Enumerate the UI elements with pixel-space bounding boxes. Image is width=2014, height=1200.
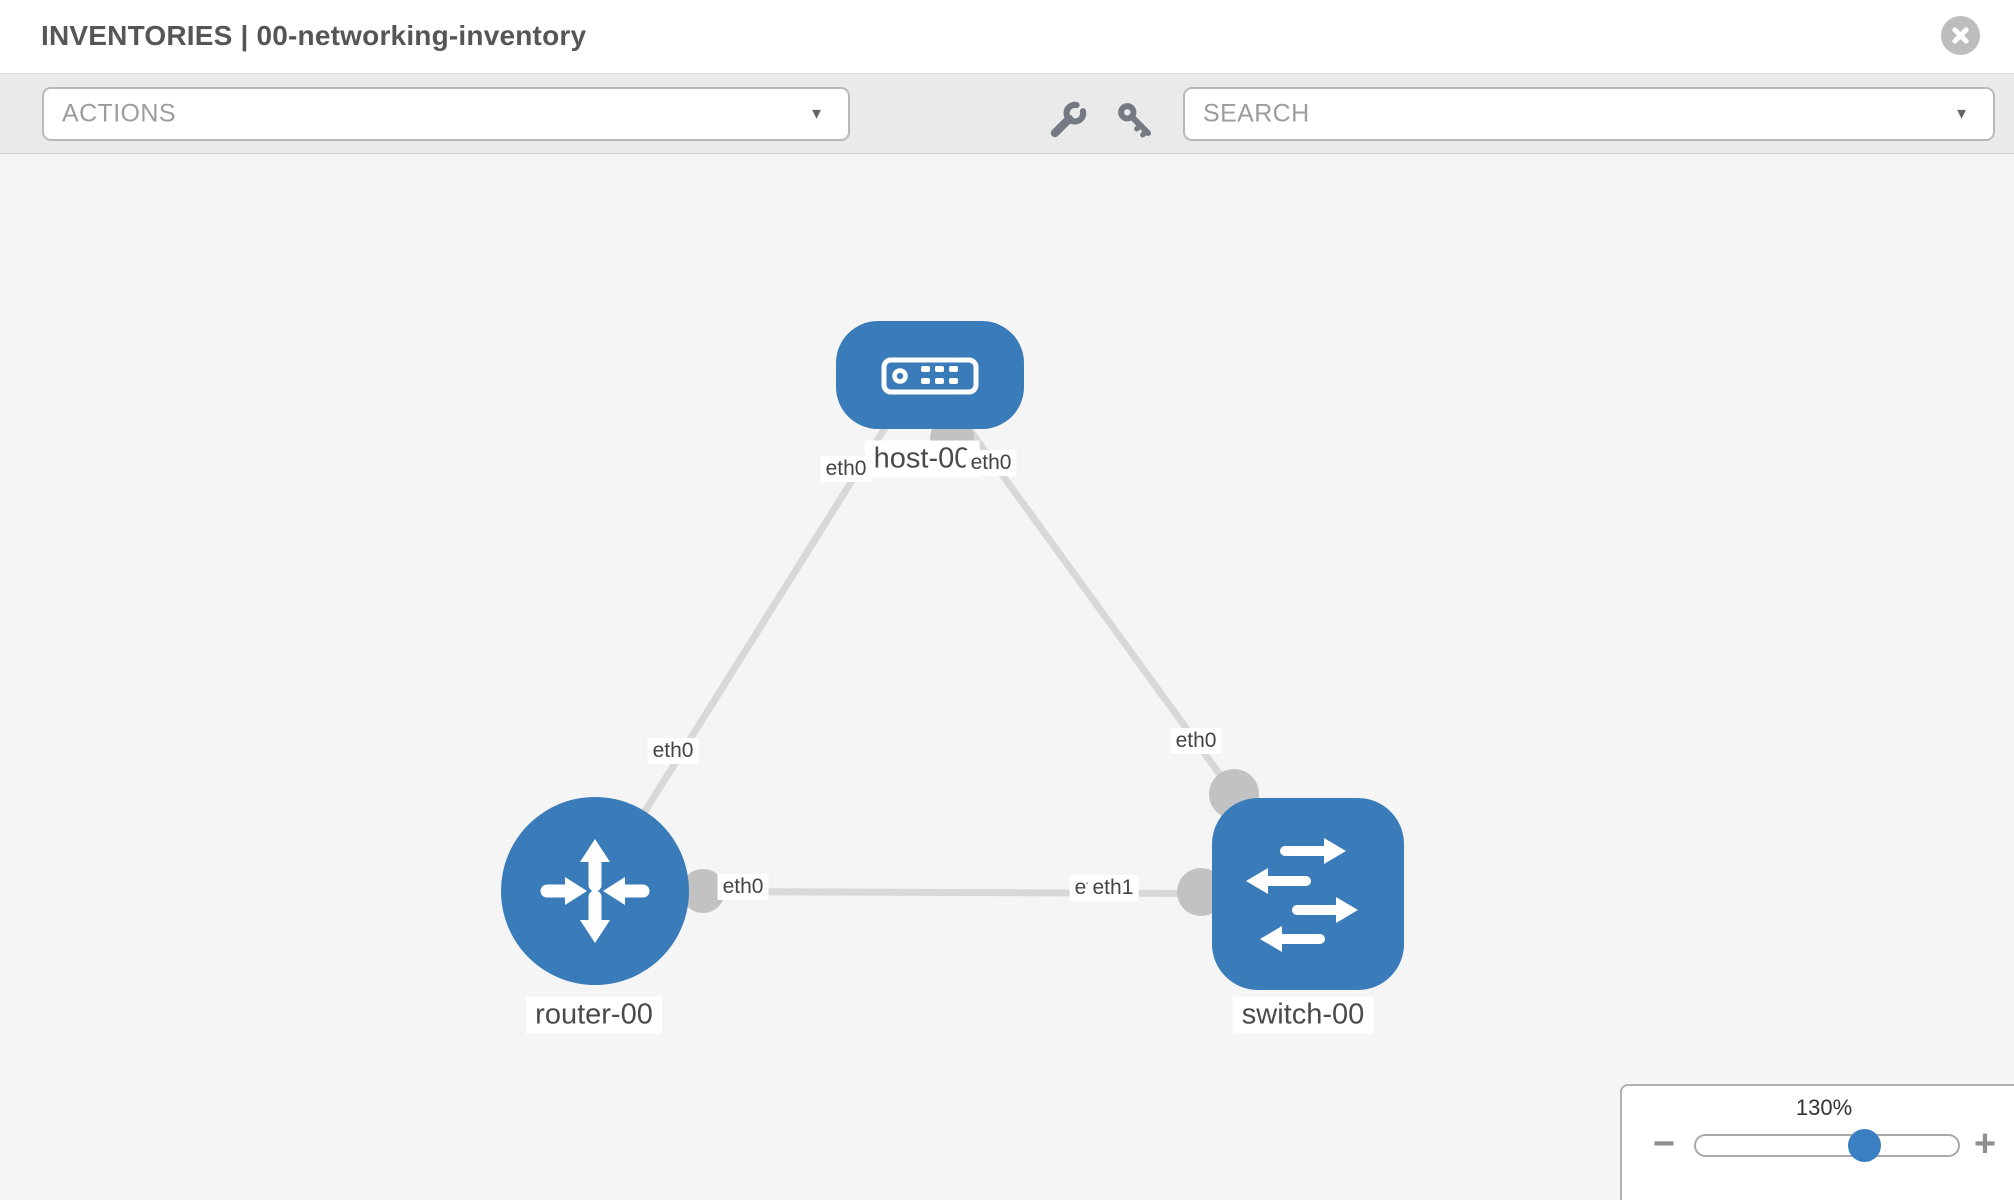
zoom-slider-knob[interactable] [1848, 1129, 1881, 1162]
iface-label-switch-eth0-top: eth0 [1170, 728, 1222, 754]
node-label-host[interactable]: host-00 [864, 440, 980, 478]
router-icon [540, 839, 650, 943]
node-label-router[interactable]: router-00 [526, 996, 662, 1034]
chevron-down-icon: ▼ [1954, 105, 1969, 123]
wrench-icon [1050, 101, 1087, 138]
chevron-down-icon: ▼ [809, 105, 824, 123]
iface-label-switch-eth1: eth1 [1087, 875, 1139, 901]
zoom-in-button[interactable]: + [1973, 1123, 1997, 1165]
topology-canvas[interactable]: host-00 router-00 switch-00 eth0 eth0 et… [0, 155, 2014, 1200]
iface-label-router-eth0-top: eth0 [647, 738, 699, 764]
iface-label-host-eth0-right: eth0 [965, 450, 1017, 476]
actions-dropdown-label: ACTIONS [62, 99, 176, 128]
credentials-tool-button[interactable] [1112, 97, 1158, 143]
node-switch-00[interactable] [1212, 798, 1404, 990]
node-label-switch[interactable]: switch-00 [1232, 996, 1374, 1034]
header: INVENTORIES | 00-networking-inventory [0, 0, 2014, 73]
search-dropdown[interactable]: SEARCH ▼ [1183, 87, 1995, 141]
actions-dropdown[interactable]: ACTIONS ▼ [42, 87, 850, 141]
node-router-00[interactable] [501, 797, 689, 985]
zoom-slider-track[interactable] [1694, 1134, 1960, 1157]
page-title: INVENTORIES | 00-networking-inventory [41, 20, 587, 51]
close-button[interactable] [1941, 16, 1980, 55]
toolbar: ACTIONS ▼ SEARCH ▼ [0, 73, 2014, 154]
iface-label-host-eth0-left: eth0 [820, 456, 872, 482]
zoom-panel: 130% − + [1620, 1084, 2014, 1200]
iface-label-router-eth0-mid: eth0 [717, 874, 769, 900]
endpoint-router-right [681, 869, 725, 913]
interface-endpoints [681, 416, 1259, 916]
zoom-out-button[interactable]: − [1652, 1123, 1676, 1165]
zoom-level-value: 130% [1795, 1095, 1853, 1120]
topology-svg [501, 321, 1404, 990]
host-device-icon [881, 357, 979, 395]
node-host-00[interactable] [836, 321, 1024, 429]
key-icon [1118, 103, 1152, 138]
switch-icon [1246, 838, 1358, 952]
search-dropdown-label: SEARCH [1203, 99, 1310, 128]
configure-tool-button[interactable] [1045, 97, 1091, 143]
